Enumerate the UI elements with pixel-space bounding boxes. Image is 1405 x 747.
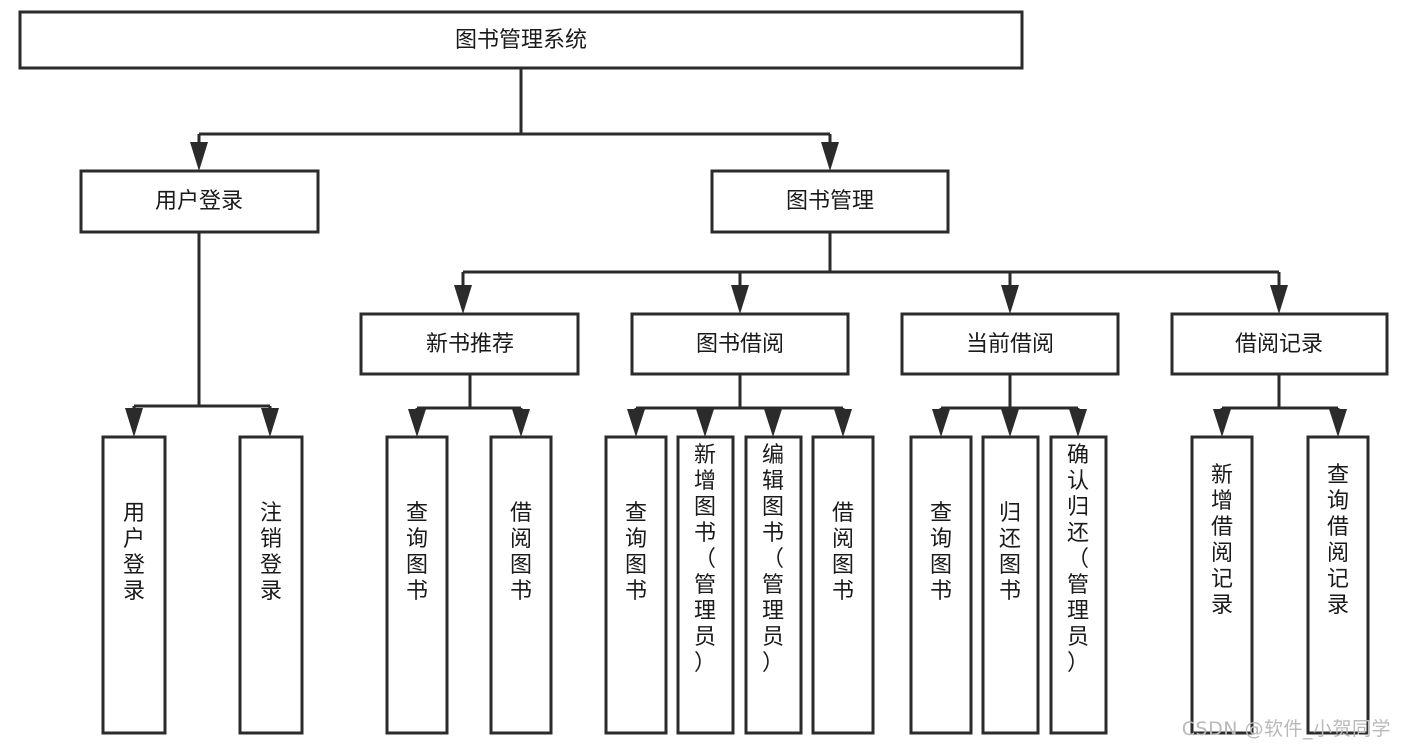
node-leaf-user-login[interactable]: 用户登录 — [101, 435, 167, 735]
node-borrow-record-label: 借阅记录 — [1235, 332, 1323, 357]
node-leaf-rec-borrow[interactable]: 借阅图书 — [489, 435, 553, 735]
arrow-to-borrow-record — [1270, 285, 1288, 314]
node-leaf-rec-query-box[interactable] — [385, 435, 449, 735]
node-leaf-cur-query[interactable]: 查询图书 — [909, 435, 973, 735]
node-leaf-rec-add-label: 新增借阅记录 — [1211, 463, 1233, 618]
node-leaf-rec-add-box[interactable] — [1190, 435, 1254, 735]
node-leaf-user-logout-label: 注销登录 — [260, 501, 282, 604]
arrow-to-current-borrow — [1001, 285, 1019, 314]
arrow-to-leaf-user-login — [125, 408, 143, 437]
node-leaf-rec-query-label: 查询图书 — [406, 501, 428, 604]
node-leaf-borrow-query-box[interactable] — [604, 435, 668, 735]
node-book-borrow-box[interactable] — [630, 312, 850, 376]
arrow-to-leaf-cur-confirm — [1069, 409, 1087, 437]
node-leaf-rec-borrow-box[interactable] — [489, 435, 553, 735]
node-leaf-cur-confirm[interactable]: 确认归还（管理员） — [1049, 435, 1108, 735]
node-leaf-borrow-lend[interactable]: 借阅图书 — [811, 435, 875, 735]
node-leaf-rec-query-record[interactable]: 查询借阅记录 — [1306, 435, 1370, 735]
node-root[interactable]: 图书管理系统 — [18, 10, 1024, 70]
node-leaf-cur-confirm-box[interactable] — [1049, 435, 1108, 735]
node-current-borrow-box[interactable] — [900, 312, 1120, 376]
arrow-to-leaf-borrow-edit — [764, 409, 782, 437]
node-new-book-rec-box[interactable] — [359, 312, 580, 376]
node-book-borrow-label: 图书借阅 — [696, 332, 784, 357]
node-leaf-rec-query-record-label: 查询借阅记录 — [1327, 463, 1349, 618]
node-leaf-user-login-label: 用户登录 — [123, 501, 145, 604]
node-leaf-borrow-query-label: 查询图书 — [625, 501, 647, 604]
arrow-to-new-book-rec — [454, 285, 472, 314]
node-leaf-cur-query-label: 查询图书 — [930, 501, 952, 604]
node-leaf-rec-add[interactable]: 新增借阅记录 — [1190, 435, 1254, 735]
node-leaf-borrow-edit-box[interactable] — [744, 435, 803, 735]
node-leaf-cur-query-box[interactable] — [909, 435, 973, 735]
node-leaf-user-login-box[interactable] — [101, 435, 167, 735]
node-leaf-rec-query-record-box[interactable] — [1306, 435, 1370, 735]
node-book-manage-box[interactable] — [710, 169, 950, 234]
node-new-book-rec-label: 新书推荐 — [426, 332, 514, 357]
node-leaf-borrow-edit[interactable]: 编辑图书（管理员） — [744, 435, 803, 735]
node-leaf-borrow-query[interactable]: 查询图书 — [604, 435, 668, 735]
arrow-to-leaf-user-logout — [261, 408, 279, 437]
node-leaf-borrow-add[interactable]: 新增图书（管理员） — [676, 435, 735, 735]
node-book-manage[interactable]: 图书管理 — [710, 169, 950, 234]
arrow-root-to-book-manage — [821, 142, 839, 171]
node-leaf-borrow-add-label: 新增图书（管理员） — [694, 443, 716, 676]
arrow-to-leaf-rec-borrow — [512, 409, 530, 437]
node-new-book-rec[interactable]: 新书推荐 — [359, 312, 580, 376]
node-leaf-rec-borrow-label: 借阅图书 — [510, 501, 532, 604]
arrow-root-to-user-login — [190, 142, 208, 171]
arrow-to-book-borrow — [731, 285, 749, 314]
node-root-label: 图书管理系统 — [455, 28, 587, 53]
node-user-login-label: 用户登录 — [155, 189, 243, 214]
node-leaf-cur-confirm-label: 确认归还（管理员） — [1067, 443, 1089, 676]
node-leaf-borrow-add-box[interactable] — [676, 435, 735, 735]
arrow-to-leaf-borrow-add — [696, 409, 714, 437]
node-leaf-cur-return-box[interactable] — [981, 435, 1040, 735]
node-user-login[interactable]: 用户登录 — [79, 169, 320, 234]
arrow-to-leaf-borrow-query — [627, 409, 645, 437]
node-root-box[interactable] — [18, 10, 1024, 70]
node-leaf-rec-query[interactable]: 查询图书 — [385, 435, 449, 735]
arrow-to-leaf-cur-query — [932, 409, 950, 437]
node-borrow-record[interactable]: 借阅记录 — [1170, 312, 1389, 376]
arrow-to-leaf-rec-add — [1213, 409, 1231, 437]
connector-layer — [125, 68, 1347, 437]
node-leaf-cur-return-label: 归还图书 — [999, 501, 1021, 604]
node-borrow-record-box[interactable] — [1170, 312, 1389, 376]
node-current-borrow[interactable]: 当前借阅 — [900, 312, 1120, 376]
arrow-to-leaf-rec-query-record — [1329, 409, 1347, 437]
node-leaf-borrow-lend-box[interactable] — [811, 435, 875, 735]
node-book-manage-label: 图书管理 — [786, 189, 874, 214]
node-leaf-borrow-edit-label: 编辑图书（管理员） — [762, 443, 784, 676]
node-book-borrow[interactable]: 图书借阅 — [630, 312, 850, 376]
node-leaf-user-logout-box[interactable] — [238, 435, 304, 735]
node-leaf-cur-return[interactable]: 归还图书 — [981, 435, 1040, 735]
arrow-to-leaf-borrow-lend — [834, 409, 852, 437]
node-user-login-box[interactable] — [79, 169, 320, 234]
arrow-to-leaf-cur-return — [1001, 409, 1019, 437]
node-leaf-user-logout[interactable]: 注销登录 — [238, 435, 304, 735]
arrow-to-leaf-rec-query — [408, 409, 426, 437]
node-current-borrow-label: 当前借阅 — [966, 332, 1054, 357]
node-leaf-borrow-lend-label: 借阅图书 — [832, 501, 854, 604]
csdn-watermark: CSDN @软件_小贺同学 — [1181, 718, 1391, 740]
